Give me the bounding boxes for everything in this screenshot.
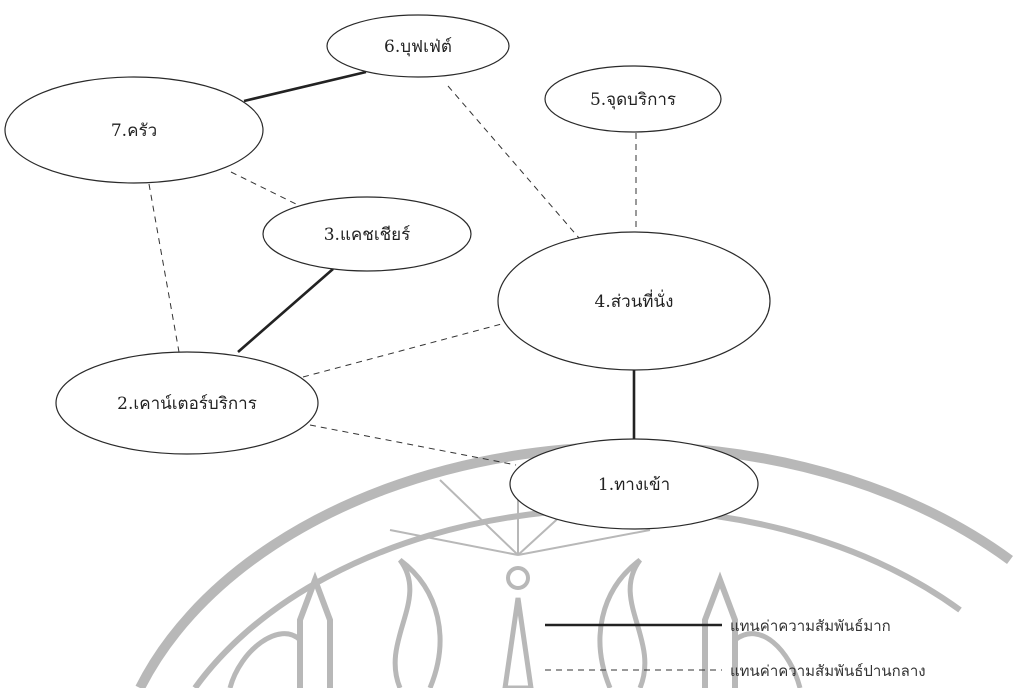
node-label: 6.บุฟเฟ่ต์: [384, 37, 452, 57]
legend-strong-label: แทนค่าความสัมพันธ์มาก: [730, 617, 891, 635]
edges: [148, 70, 637, 466]
node-7-kitchen: 7.ครัว: [4, 76, 264, 184]
node-1-entrance: 1.ทางเข้า: [509, 438, 759, 530]
edge-n2-n4: [302, 321, 510, 378]
edge-n3-n2: [237, 268, 334, 353]
legend: แทนค่าความสัมพันธ์มาก แทนค่าความสัมพันธ์…: [545, 617, 926, 680]
node-2-service-counter: 2.เคาน์เตอร์บริการ: [55, 351, 319, 455]
node-5-service-point: 5.จุดบริการ: [544, 65, 722, 133]
node-6-buffet: 6.บุฟเฟ่ต์: [326, 14, 510, 78]
node-4-seating-area: 4.ส่วนที่นั่ง: [497, 231, 771, 371]
node-label: 1.ทางเข้า: [598, 475, 670, 495]
node-label: 2.เคาน์เตอร์บริการ: [117, 394, 257, 414]
edge-n7-n2: [148, 183, 180, 353]
legend-medium-label: แทนค่าความสัมพันธ์ปานกลาง: [730, 662, 926, 680]
node-3-cashier: 3.แคชเชียร์: [262, 196, 472, 272]
edge-n6-n7: [243, 70, 367, 103]
node-label: 5.จุดบริการ: [590, 90, 676, 110]
university-seal-watermark: [135, 441, 1013, 688]
node-label: 7.ครัว: [111, 121, 157, 141]
edge-n2-n1: [309, 424, 517, 466]
node-label: 4.ส่วนที่นั่ง: [595, 289, 674, 312]
edge-n6-n4: [447, 85, 580, 239]
edge-n7-n3: [230, 171, 297, 205]
node-label: 3.แคชเชียร์: [324, 225, 411, 245]
